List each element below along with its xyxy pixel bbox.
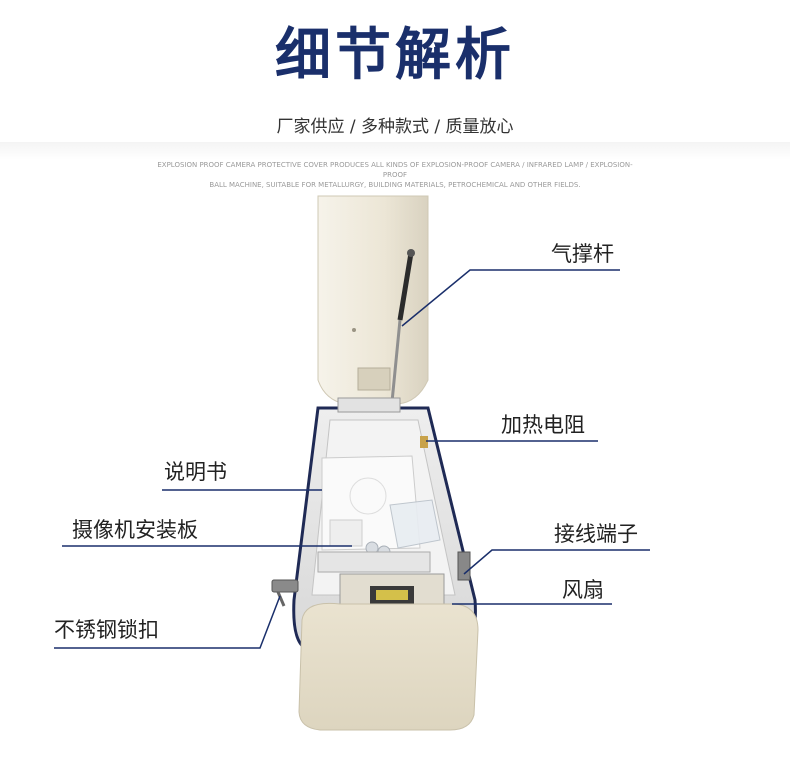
description-line-1: EXPLOSION PROOF CAMERA PROTECTIVE COVER … <box>157 161 633 179</box>
callout-heating-resistor: 加热电阻 <box>501 413 585 437</box>
callout-fan: 风扇 <box>562 578 604 602</box>
leader-lines <box>54 269 650 649</box>
page-subtitle: 厂家供应 / 多种款式 / 质量放心 <box>276 117 514 137</box>
page-title: 细节解析 <box>275 23 515 88</box>
header-divider-band <box>0 142 790 160</box>
front-cap <box>298 602 479 731</box>
heating-resistor <box>420 436 428 448</box>
callout-terminal-block: 接线端子 <box>554 522 638 546</box>
callout-camera-mount-plate: 摄像机安装板 <box>72 518 198 542</box>
product-description: EXPLOSION PROOF CAMERA PROTECTIVE COVER … <box>150 160 640 190</box>
camera-mount-plate <box>317 551 431 573</box>
stainless-lock-clasp <box>271 579 299 607</box>
description-line-2: BALL MACHINE, SUITABLE FOR METALLURGY, B… <box>209 181 581 189</box>
callout-gas-strut: 气撑杆 <box>551 242 614 266</box>
terminal-block <box>457 551 471 581</box>
hood-lid <box>317 195 429 405</box>
callout-stainless-lock: 不锈钢锁扣 <box>54 618 159 642</box>
callout-manual: 说明书 <box>164 460 227 484</box>
